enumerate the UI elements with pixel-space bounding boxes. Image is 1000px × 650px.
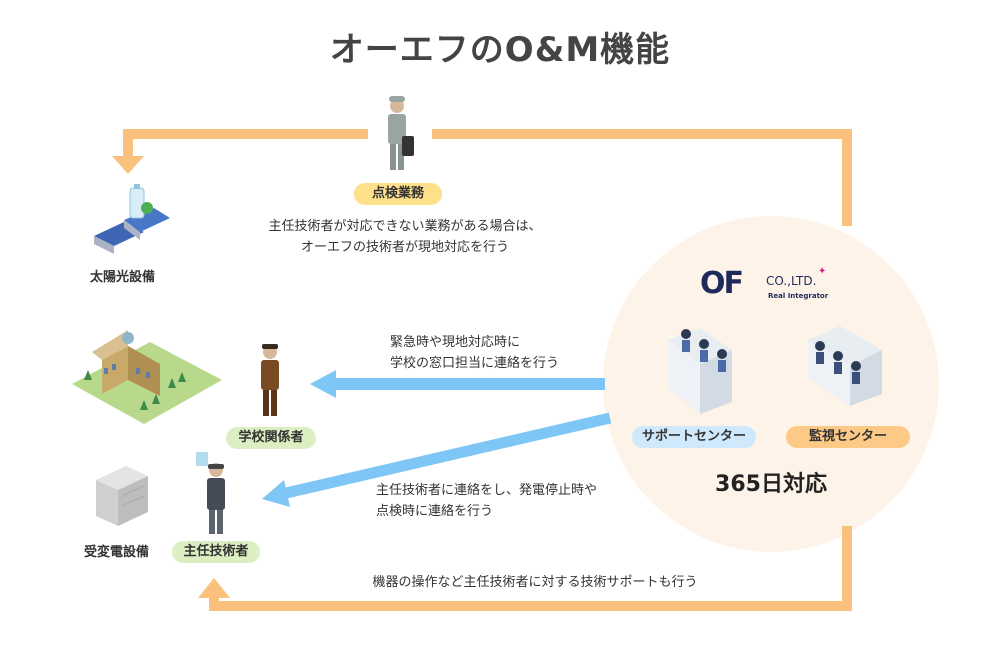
inspection-note: 主任技術者が対応できない業務がある場合は、 オーエフの技術者が現地対応を行う <box>240 216 570 258</box>
engineer-contact-note: 主任技術者に連絡をし、発電停止時や 点検時に連絡を行う <box>376 480 597 522</box>
inspection-note-line2: オーエフの技術者が現地対応を行う <box>300 240 509 255</box>
technical-support-note: 機器の操作など主任技術者に対する技術サポートも行う <box>372 575 698 590</box>
inspection-note-line1: 主任技術者が対応できない業務がある場合は、 <box>268 219 542 234</box>
top-loop-arrow-left <box>123 129 368 158</box>
substation-cabinet-icon <box>96 466 148 526</box>
monitoring-center-badge: 監視センター <box>786 426 910 448</box>
logo-sparkle-icon: ✦ <box>818 266 827 277</box>
blue-arrow-engineer <box>280 412 612 500</box>
logo-mark: OF <box>700 266 744 301</box>
blue-arrowhead-school <box>310 370 336 398</box>
school-staff-person-icon <box>261 344 279 416</box>
school-contact-note: 緊急時や現地対応時に 学校の窓口担当に連絡を行う <box>390 332 559 374</box>
service-center-circle <box>603 216 939 552</box>
availability-text: 365日対応 <box>715 472 827 497</box>
page-title: オーエフのO&M機能 <box>329 30 671 70</box>
engineer-contact-line1: 主任技術者に連絡をし、発電停止時や <box>376 483 598 498</box>
company-logo: OF CO.,LTD. Real Integrator ✦ <box>700 266 840 306</box>
top-loop-arrowhead <box>112 156 144 174</box>
monitoring-center-staff-icon <box>808 326 882 406</box>
school-building-icon <box>72 330 222 424</box>
recycle-icon <box>141 202 153 214</box>
engineer-contact-line2: 点検時に連絡を行う <box>376 504 494 519</box>
top-loop-arrow-right <box>432 129 852 226</box>
logo-co: CO.,LTD. <box>766 274 817 288</box>
school-staff-badge: 学校関係者 <box>226 427 316 449</box>
solar-panel-battery-icon <box>94 184 170 254</box>
school-contact-line1: 緊急時や現地対応時に <box>390 335 521 350</box>
blue-arrowhead-engineer <box>262 480 290 507</box>
bottom-loop-arrow <box>209 526 852 611</box>
chief-engineer-badge: 主任技術者 <box>172 541 260 563</box>
inspection-badge: 点検業務 <box>354 183 442 205</box>
support-center-staff-icon <box>668 328 732 414</box>
substation-label: 受変電設備 <box>84 545 150 560</box>
solar-label: 太陽光設備 <box>90 270 156 285</box>
school-contact-line2: 学校の窓口担当に連絡を行う <box>390 356 560 371</box>
inspector-worker-icon <box>388 96 414 170</box>
support-center-badge: サポートセンター <box>632 426 756 448</box>
bottom-loop-arrowhead <box>198 578 230 598</box>
chief-engineer-person-icon <box>196 452 225 534</box>
logo-sub: Real Integrator <box>768 292 829 300</box>
